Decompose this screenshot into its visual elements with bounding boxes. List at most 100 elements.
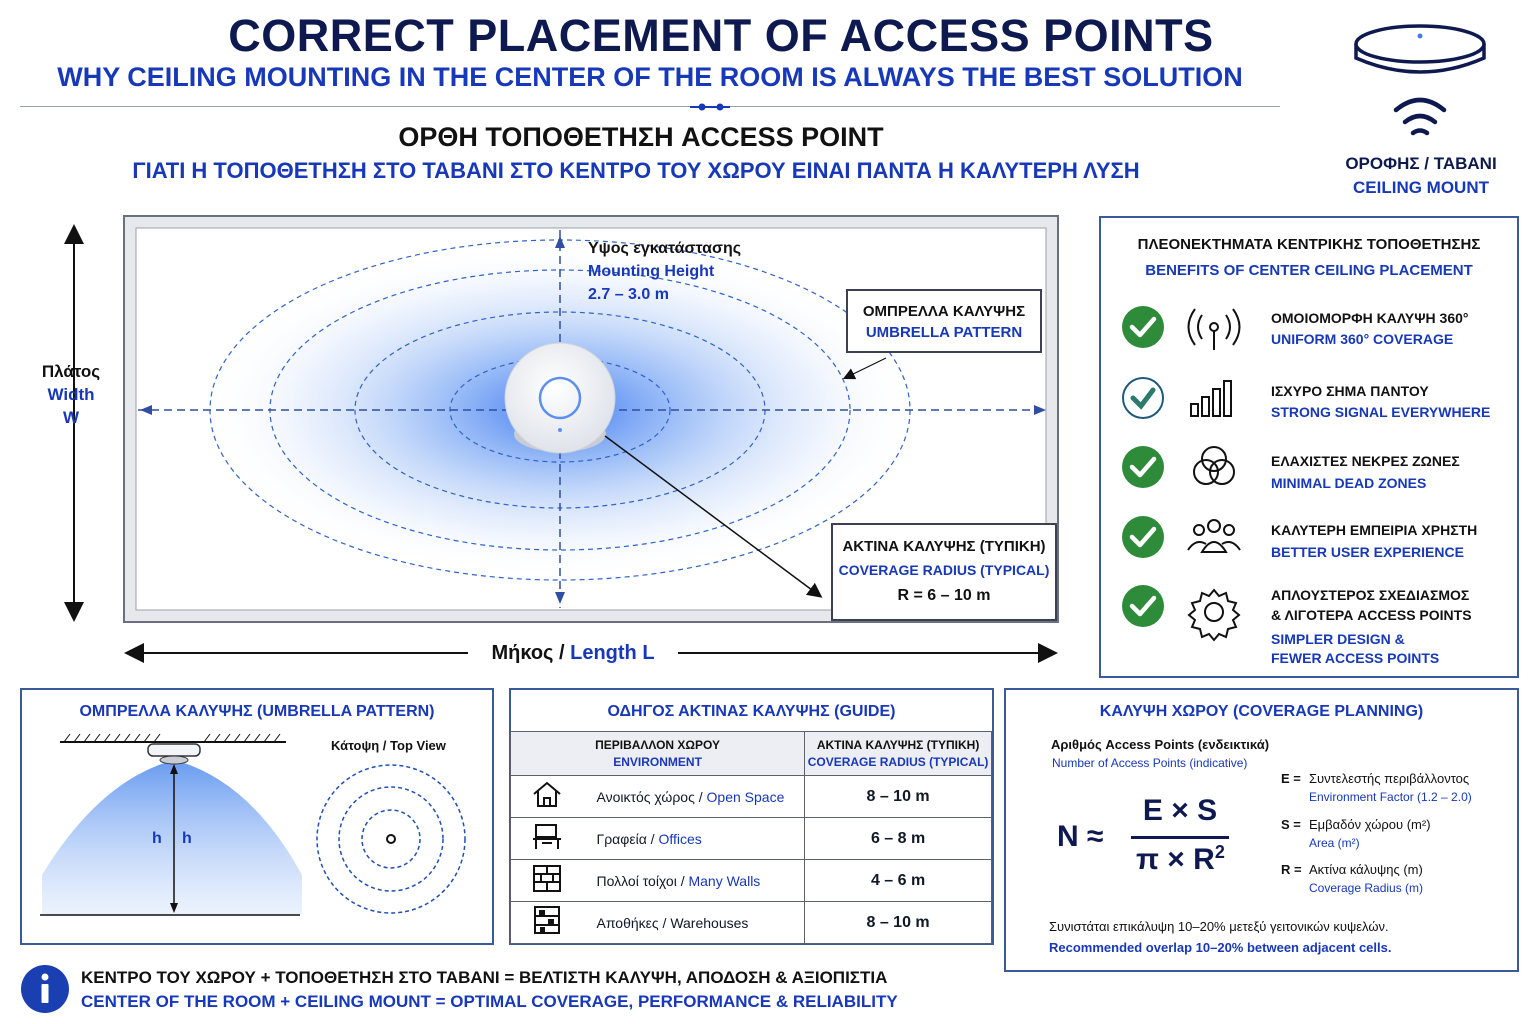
- divider-dots-icon: [690, 103, 730, 111]
- check-icon: [1122, 377, 1164, 419]
- benefit-3-gr: ΕΛΑΧΙΣΤΕΣ ΝΕΚΡΕΣ ΖΩΝΕΣ: [1271, 453, 1460, 469]
- ap-count-label-gr: Αριθμός Access Points (ενδεικτικά): [1051, 737, 1270, 752]
- benefit-5-en-line2: FEWER ACCESS POINTS: [1271, 650, 1440, 666]
- signal-bars-icon: [1190, 380, 1232, 417]
- top-view-label: Κάτοψη / Top View: [331, 738, 446, 753]
- guide-col-environment-en: ENVIRONMENT: [613, 755, 702, 769]
- guide-env-cell: Πολλοί τοίχοι / Many Walls: [582, 859, 806, 902]
- radius-callout: ΑΚΤΙΝΑ ΚΑΛΥΨΗΣ (ΤΥΠΙΚΗ) COVERAGE RADIUS …: [831, 523, 1057, 621]
- length-label: Μήκος / Length L: [468, 642, 678, 665]
- mounting-height-en: Mounting Height: [588, 263, 715, 280]
- benefit-2-en: STRONG SIGNAL EVERYWHERE: [1271, 404, 1491, 420]
- guide-env-cell: Γραφεία / Offices: [582, 817, 806, 860]
- guide-col-radius-gr: ΑΚΤΙΝΑ ΚΑΛΥΨΗΣ (ΤΥΠΙΚΗ): [816, 738, 980, 752]
- guide-env-gr: Γραφεία: [596, 830, 647, 847]
- guide-col-environment-gr: ΠΕΡΙΒΑΛΛΟΝ ΧΩΡΟΥ: [595, 738, 721, 752]
- var-r-en: Coverage Radius (m): [1309, 881, 1424, 895]
- benefit-1-en: UNIFORM 360° COVERAGE: [1271, 331, 1454, 347]
- guide-radius-value: 8 – 10 m: [804, 901, 992, 944]
- radius-callout-en: COVERAGE RADIUS (TYPICAL): [838, 562, 1050, 578]
- room-diagram: [64, 215, 1059, 663]
- guide-radius-value: 4 – 6 m: [804, 859, 992, 902]
- formula-denominator: π × R2: [1136, 842, 1225, 877]
- var-s-symbol: S =: [1281, 817, 1301, 832]
- guide-env-gr: Πολλοί τοίχοι: [596, 872, 677, 889]
- umbrella-panel-title: ΟΜΠΡΕΛΛΑ ΚΑΛΥΨΗΣ (UMBRELLA PATTERN): [79, 703, 435, 720]
- var-e-en: Environment Factor (1.2 – 2.0): [1309, 790, 1472, 804]
- guide-col-radius: ΑΚΤΙΝΑ ΚΑΛΥΨΗΣ (ΤΥΠΙΚΗ) COVERAGE RADIUS …: [804, 731, 992, 776]
- umbrella-callout: ΟΜΠΡΕΛΛΑ ΚΑΛΥΨΗΣ UMBRELLA PATTERN: [846, 289, 1042, 353]
- benefit-2-gr: ΙΣΧΥΡΟ ΣΗΜΑ ΠΑΝΤΟΥ: [1271, 383, 1429, 399]
- mounting-height-gr: Υψος εγκατάστασης: [588, 240, 742, 257]
- radius-callout-gr: ΑΚΤΙΝΑ ΚΑΛΥΨΗΣ (ΤΥΠΙΚΗ): [842, 538, 1046, 555]
- benefit-3-en: MINIMAL DEAD ZONES: [1271, 475, 1427, 491]
- guide-table-header: ΠΕΡΙΒΑΛΛΟΝ ΧΩΡΟΥ ENVIRONMENT ΑΚΤΙΝΑ ΚΑΛΥ…: [509, 731, 992, 776]
- umbrella-callout-gr: ΟΜΠΡΕΛΛΑ ΚΑΛΥΨΗΣ: [862, 303, 1026, 320]
- guide-table: ΠΕΡΙΒΑΛΛΟΝ ΧΩΡΟΥ ENVIRONMENT ΑΚΤΙΝΑ ΚΑΛΥ…: [509, 731, 992, 944]
- table-row: Αποθήκες / Warehouses 8 – 10 m: [510, 901, 992, 944]
- overlap-circles-icon: [1193, 446, 1235, 485]
- greek-subtitle: ΓΙΑΤΙ Η ΤΟΠΟΘΕΤΗΣΗ ΣΤΟ ΤΑΒΑΝΙ ΣΤΟ ΚΕΝΤΡΟ…: [132, 158, 1140, 183]
- title-divider: [20, 106, 1280, 107]
- guide-radius-value: 6 – 8 m: [804, 817, 992, 860]
- umbrella-illustration: [40, 733, 466, 916]
- overlap-note-en: Recommended overlap 10–20% between adjac…: [1049, 940, 1392, 955]
- guide-env-gr: Αποθήκες: [596, 914, 659, 931]
- guide-env-en: Warehouses: [670, 914, 749, 931]
- benefit-4-en: BETTER USER EXPERIENCE: [1271, 544, 1464, 560]
- benefit-icons: [1122, 306, 1241, 642]
- info-icon: [21, 965, 69, 1013]
- guide-env-en: Offices: [658, 830, 702, 847]
- width-symbol: W: [62, 408, 80, 427]
- guide-env-gr: Ανοικτός χώρος: [596, 788, 695, 805]
- wifi-icon: [1393, 97, 1447, 136]
- benefit-5-en: SIMPLER DESIGN &: [1271, 631, 1405, 647]
- benefit-5-gr: ΑΠΛΟΥΣΤΕΡΟΣ ΣΧΕΔΙΑΣΜΟΣ: [1271, 587, 1470, 603]
- umbrella-h-label-left: h: [152, 830, 162, 847]
- antenna-icon: [1187, 308, 1241, 350]
- mounting-height-value: 2.7 – 3.0 m: [588, 286, 669, 303]
- var-r-gr: Ακτίνα κάλυψης (m): [1309, 862, 1423, 877]
- table-row: Ανοικτός χώρος / Open Space 8 – 10 m: [510, 775, 992, 818]
- guide-col-environment: ΠΕΡΙΒΑΛΛΟΝ ΧΩΡΟΥ ENVIRONMENT: [509, 731, 806, 776]
- var-e-gr: Συντελεστής περιβάλλοντος: [1309, 771, 1470, 786]
- guide-col-radius-en: COVERAGE RADIUS (TYPICAL): [807, 755, 989, 769]
- mount-label-gr: ΟΡΟΦΗΣ / ΤΑΒΑΝΙ: [1345, 154, 1497, 173]
- brick-wall-icon: [510, 859, 583, 902]
- check-icon: [1122, 585, 1164, 627]
- guide-env-cell: Ανοικτός χώρος / Open Space: [582, 775, 806, 818]
- guide-panel-title: ΟΔΗΓΟΣ ΑΚΤΙΝΑΣ ΚΑΛΥΨΗΣ (GUIDE): [607, 703, 896, 720]
- main-title: CORRECT PLACEMENT OF ACCESS POINTS: [228, 10, 1214, 61]
- length-label-en: Length L: [570, 642, 655, 664]
- guide-env-cell: Αποθήκες / Warehouses: [582, 901, 806, 944]
- access-point-device: [504, 342, 616, 454]
- coverage-panel: ΚΑΛΥΨΗ ΧΩΡΟΥ (COVERAGE PLANNING): [1004, 688, 1519, 972]
- coverage-panel-title: ΚΑΛΥΨΗ ΧΩΡΟΥ (COVERAGE PLANNING): [1099, 703, 1424, 720]
- house-icon: [510, 775, 583, 818]
- mount-label-en: CEILING MOUNT: [1353, 178, 1489, 197]
- benefits-title-en: BENEFITS OF CENTER CEILING PLACEMENT: [1145, 262, 1473, 279]
- var-s-en: Area (m²): [1309, 836, 1360, 850]
- var-r-symbol: R =: [1281, 862, 1302, 877]
- desk-icon: [510, 817, 583, 860]
- main-subtitle: WHY CEILING MOUNTING IN THE CENTER OF TH…: [57, 62, 1243, 92]
- width-label-en: Width: [47, 385, 95, 404]
- greek-title: ΟΡΘΗ ΤΟΠΟΘΕΤΗΣΗ ACCESS POINT: [398, 122, 884, 152]
- overlap-note-gr: Συνιστάται επικάλυψη 10–20% μετεξύ γειτο…: [1049, 919, 1389, 934]
- table-row: Γραφεία / Offices 6 – 8 m: [510, 817, 992, 860]
- check-icon: [1122, 306, 1164, 348]
- length-separator: /: [553, 642, 571, 664]
- gear-icon: [1187, 588, 1241, 642]
- formula-numerator: E × S: [1142, 794, 1218, 827]
- formula-lhs: N ≈: [1057, 820, 1104, 853]
- var-s-gr: Εμβαδόν χώρου (m²): [1309, 817, 1431, 832]
- radius-callout-value: R = 6 – 10 m: [897, 587, 991, 604]
- width-label-gr: Πλάτος: [41, 362, 101, 381]
- benefits-title-gr: ΠΛΕΟΝΕΚΤΗΜΑΤΑ ΚΕΝΤΡΙΚΗΣ ΤΟΠΟΘΕΤΗΣΗΣ: [1137, 236, 1481, 253]
- footer-line-gr: ΚΕΝΤΡΟ ΤΟΥ ΧΩΡΟΥ + ΤΟΠΟΘΕΤΗΣΗ ΣΤΟ ΤΑΒΑΝΙ…: [81, 968, 888, 987]
- guide-env-en: Open Space: [706, 788, 785, 805]
- guide-env-en: Many Walls: [688, 872, 761, 889]
- benefit-5-gr-line2: & ΛΙΓΟΤΕΡΑ ACCESS POINTS: [1271, 607, 1472, 623]
- ceiling-ap-icon: [1354, 24, 1486, 136]
- length-label-gr: Μήκος: [491, 642, 554, 664]
